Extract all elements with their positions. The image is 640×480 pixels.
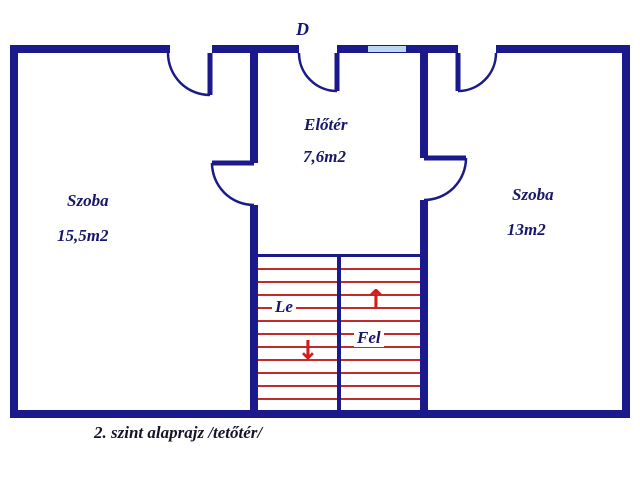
- stairs-up-label: Fel: [354, 328, 384, 347]
- stairs-down-label: Le: [272, 297, 296, 316]
- stairs-down-flight: [258, 257, 337, 410]
- wall-right: [622, 45, 630, 418]
- wall-top-segment: [406, 45, 458, 53]
- wall-top-segment: [10, 45, 170, 53]
- door-arc: [210, 162, 255, 207]
- wall-left: [10, 45, 18, 418]
- door-arc: [423, 157, 468, 202]
- wall-top-segment: [212, 45, 299, 53]
- stairs-top-edge: [258, 254, 420, 257]
- door-arc: [166, 52, 211, 97]
- room-left-name: Szoba: [67, 191, 109, 210]
- room-left-area: 15,5m2: [57, 226, 109, 245]
- room-right-name: Szoba: [512, 185, 554, 204]
- stairs-divider: [337, 257, 341, 410]
- window: [368, 45, 406, 53]
- plan-caption: 2. szint alaprajz /tetőtér/: [94, 423, 263, 442]
- wall-hall-right-segment: [420, 53, 428, 158]
- up-arrow-icon: ↑: [365, 285, 387, 315]
- door-arc: [457, 52, 498, 93]
- room-right-area: 13m2: [507, 220, 546, 239]
- wall-hall-left-segment: [250, 53, 258, 163]
- north-door-label: D: [296, 19, 309, 39]
- room-hall-name: Előtér: [304, 115, 348, 134]
- wall-hall-left-segment: [250, 205, 258, 410]
- down-arrow-icon: ↓: [297, 336, 319, 366]
- door-arc: [297, 52, 338, 93]
- wall-top-segment: [496, 45, 630, 53]
- wall-bottom: [10, 410, 630, 418]
- wall-top-segment: [337, 45, 368, 53]
- wall-hall-right-segment: [420, 200, 428, 410]
- room-hall-area: 7,6m2: [303, 147, 346, 166]
